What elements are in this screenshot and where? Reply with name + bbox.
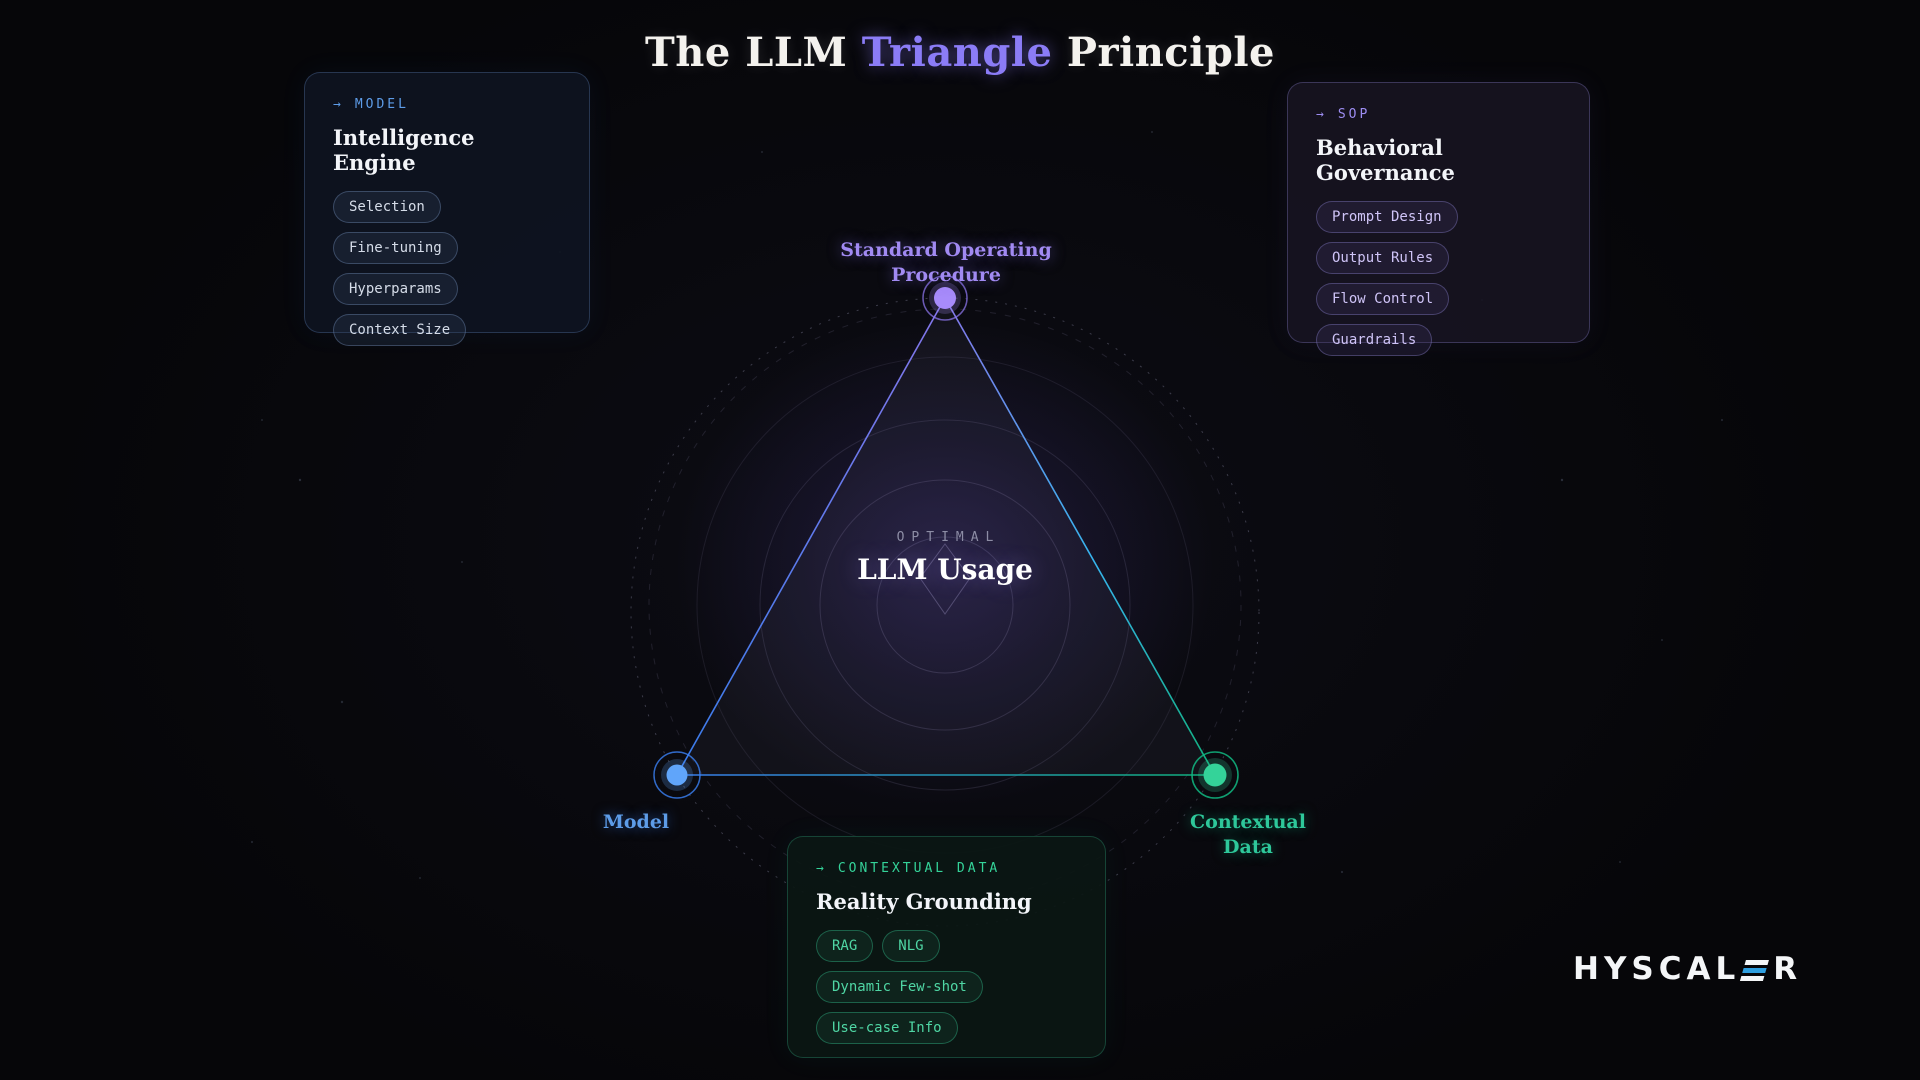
pill: Selection [333, 191, 441, 223]
card-sop-header: → SOP [1316, 107, 1561, 122]
vertex-label-sop: Standard Operating Procedure [840, 238, 1051, 288]
center-diamond [919, 543, 971, 615]
vertex-label-sop-line2: Procedure [891, 264, 1001, 287]
pill: Flow Control [1316, 283, 1450, 315]
logo-text-end: R [1773, 951, 1803, 987]
logo-e-bar-middle [1742, 967, 1767, 973]
logo-text-start: HYSCAL [1573, 951, 1741, 987]
pill: Output Rules [1316, 242, 1450, 274]
card-model-title: Intelligence Engine [333, 125, 475, 175]
center-title: LLM Usage [857, 553, 1033, 586]
card-sop-tag: SOP [1337, 107, 1371, 122]
background-speckles [250, 131, 1724, 1033]
arrow-right-icon: → [816, 861, 824, 876]
logo-e-bars-icon [1740, 959, 1770, 981]
logo-e-bar-bottom [1740, 975, 1765, 981]
logo-e-bar-top [1744, 959, 1770, 965]
triangle-edge-left [676, 297, 946, 776]
card-data-header: → CONTEXTUAL DATA [816, 861, 1077, 876]
arrow-right-icon: → [1316, 107, 1324, 122]
center-glow [675, 321, 1215, 811]
vertex-label-sop-line1: Standard Operating [840, 239, 1052, 261]
vertex-label-data-line1: Contextual [1190, 811, 1306, 833]
card-data-tag: CONTEXTUAL DATA [837, 861, 1001, 876]
triangle-edge-right [944, 297, 1216, 776]
title-suffix: Principle [1052, 28, 1275, 76]
card-sop-title: Behavioral Governance [1316, 135, 1455, 185]
card-model-header: → MODEL [333, 97, 561, 112]
dashed-ring [648, 308, 1242, 902]
pill: Dynamic Few-shot [816, 971, 983, 1003]
pill: NLG [882, 930, 940, 962]
title-accent: Triangle [861, 28, 1053, 76]
hyscaler-logo: HYSCAL R [1573, 951, 1802, 987]
pill: Use-case Info [816, 1012, 958, 1044]
vertex-label-model: Model [603, 810, 669, 835]
vertex-label-data-line2: Data [1223, 836, 1273, 859]
pill: RAG [816, 930, 874, 962]
vertex-label-model-line1: Model [602, 811, 670, 833]
pill: Prompt Design [1316, 201, 1458, 233]
dotted-orbit [630, 297, 1260, 927]
card-sop: → SOP Behavioral Governance Prompt Desig… [1287, 82, 1590, 356]
page-title: The LLM Triangle Principle [645, 29, 1275, 76]
pill: Context Size [333, 314, 467, 346]
vertex-label-data: Contextual Data [1190, 810, 1306, 860]
arrow-right-icon: → [333, 97, 341, 112]
triangle-fill [677, 298, 1215, 775]
pill: Hyperparams [333, 273, 458, 305]
vertex-dot-sop [922, 275, 968, 321]
pill: Guardrails [1316, 324, 1433, 356]
title-prefix: The LLM [645, 28, 862, 76]
vertex-dot-model [653, 751, 701, 799]
card-model-tag: MODEL [354, 97, 409, 112]
vertex-dot-data [1191, 751, 1239, 799]
center-eyebrow: OPTIMAL [896, 530, 1001, 545]
card-data-title: Reality Grounding [816, 889, 1032, 914]
center-label: OPTIMAL LLM Usage [857, 530, 1033, 586]
pill: Fine-tuning [333, 232, 458, 264]
